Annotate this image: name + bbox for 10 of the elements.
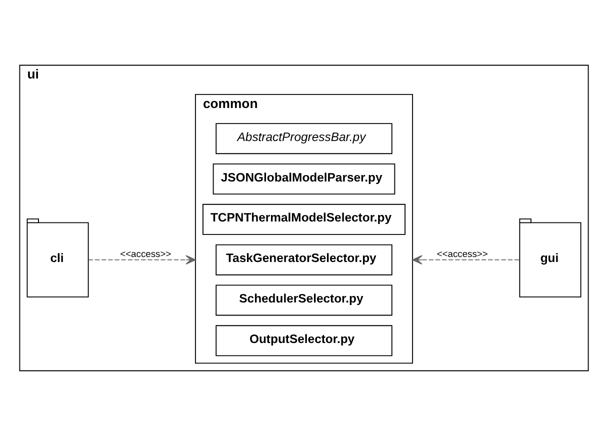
- arrow: [88, 254, 196, 264]
- node-box: OutputSelector.py: [216, 324, 392, 356]
- node-box: AbstractProgressBar.py: [216, 122, 392, 154]
- node-box: TCPNThermalModelSelector.py: [202, 203, 406, 234]
- arrow: [412, 254, 520, 264]
- edge-label: <<access>>: [120, 248, 172, 259]
- node-box: JSONGlobalModelParser.py: [212, 163, 396, 194]
- edge-label: <<access>>: [436, 248, 488, 259]
- node-box: SchedulerSelector.py: [216, 284, 392, 316]
- node-box: TaskGeneratorSelector.py: [216, 244, 392, 275]
